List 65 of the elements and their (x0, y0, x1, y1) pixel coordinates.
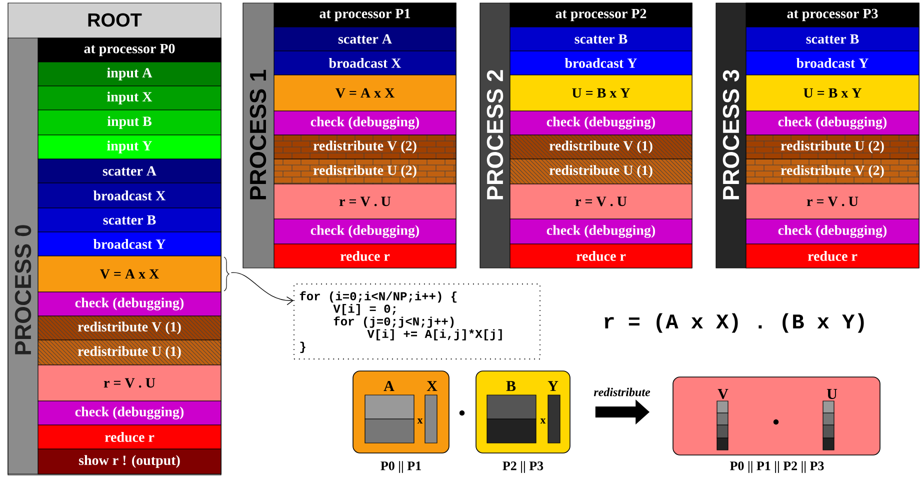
step-box: redistribute U (1) (38, 340, 222, 366)
caption-label: P2 || P3 (502, 461, 544, 473)
vector-box (672, 376, 880, 456)
step-box: check (debugging) (38, 400, 222, 426)
vector-box (476, 370, 570, 454)
matrix-label: V (718, 388, 728, 400)
step-box: redistribute U (1) (510, 158, 692, 184)
step-box: r = V . U (746, 184, 920, 220)
step-box: check (debugging) (274, 218, 456, 244)
matrix-label: B (506, 381, 516, 391)
step-box: scatter A (274, 26, 456, 52)
step-box: reduce r (510, 244, 692, 268)
caption-label: P0 || P1 (380, 461, 421, 473)
step-box: at processor P3 (746, 2, 920, 28)
matrix-label: x (540, 418, 546, 424)
step-box: scatter B (38, 208, 222, 232)
step-box: r = V . U (38, 364, 222, 402)
step-box: check (debugging) (746, 110, 920, 136)
step-box: r = V . U (510, 184, 692, 220)
vector-box (352, 370, 450, 454)
step-box: broadcast Y (510, 50, 692, 76)
step-box: check (debugging) (510, 218, 692, 244)
step-box: V = A x X (274, 74, 456, 112)
step-box: check (debugging) (274, 110, 456, 136)
caption-label: P0 || P1 || P2 || P3 (730, 461, 824, 473)
step-box: redistribute V (2) (746, 158, 920, 184)
step-box: reduce r (746, 244, 920, 268)
step-box: redistribute U (2) (274, 158, 456, 184)
curved-arrow (230, 272, 294, 306)
matrix-label: A (384, 381, 394, 391)
step-box: input X (38, 86, 222, 110)
matrix-label: Y (548, 381, 558, 391)
step-box: U = B x Y (746, 74, 920, 112)
step-box: broadcast Y (38, 232, 222, 256)
step-box: check (debugging) (38, 292, 222, 316)
step-box: at processor P2 (510, 2, 692, 28)
step-box: scatter B (746, 26, 920, 52)
step-box: scatter B (510, 26, 692, 52)
step-box: at processor P1 (274, 2, 456, 28)
step-box: V = A x X (38, 256, 222, 292)
step-box: check (debugging) (510, 110, 692, 136)
step-box: at processor P0 (38, 38, 222, 62)
step-box: U = B x Y (510, 74, 692, 112)
step-box: redistribute V (1) (510, 134, 692, 160)
step-box: redistribute V (1) (38, 316, 222, 340)
step-box: reduce r (38, 424, 222, 450)
matrix-label: x (417, 418, 423, 424)
step-box: show r ! (output) (38, 448, 222, 474)
matrix-label: X (426, 381, 438, 391)
step-box: r = V . U (274, 184, 456, 220)
step-box: input B (38, 110, 222, 136)
matrix-label: U (826, 389, 838, 399)
step-box: reduce r (274, 244, 456, 268)
step-box: broadcast X (274, 50, 456, 76)
step-box: broadcast Y (746, 50, 920, 76)
formula-text: r = (A x X) . (B x Y) (604, 313, 864, 333)
step-box: input Y (38, 134, 222, 160)
step-box: input A (38, 62, 222, 86)
step-box: redistribute V (2) (274, 134, 456, 160)
code-box: for (i=0;i<N/NP;i++) { V[i] = 0; for (j=0;j<N;j++) V[i] += A[i,j]*X[j] } (294, 284, 540, 360)
step-box: redistribute U (2) (746, 134, 920, 160)
step-box: scatter A (38, 158, 222, 184)
step-box: broadcast X (38, 182, 222, 208)
step-box: check (debugging) (746, 218, 920, 244)
edge-label: redistribute (592, 386, 652, 398)
